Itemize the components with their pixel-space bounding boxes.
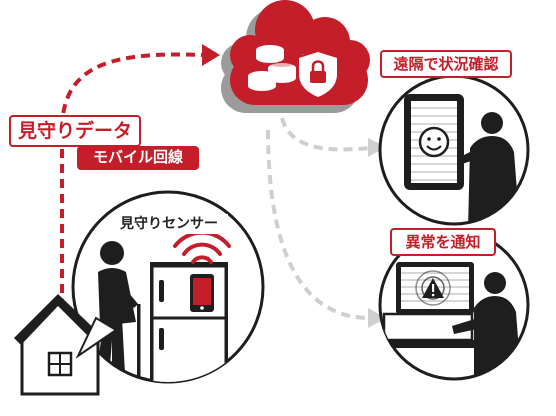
alert-notify-arrowhead bbox=[368, 308, 386, 328]
alert-label: 異常を通知 bbox=[390, 228, 496, 256]
remote-check-label: 遠隔で状況確認 bbox=[380, 50, 512, 78]
data-label: 見守りデータ bbox=[9, 115, 141, 147]
warning-icon bbox=[415, 270, 451, 306]
cloud-icon bbox=[221, 0, 370, 113]
data-flow-arrow bbox=[60, 52, 206, 308]
alert-notify-arrow bbox=[266, 129, 371, 320]
data-flow-arrowhead bbox=[202, 44, 220, 66]
mobile-line-label: モバイル回線 bbox=[77, 146, 199, 170]
sensor-label: 見守りセンサー bbox=[110, 214, 228, 234]
smiley-face-icon bbox=[418, 126, 450, 158]
remote-notify-arrow bbox=[280, 117, 371, 152]
callout-pointer bbox=[75, 316, 118, 359]
smartphone-icon bbox=[190, 274, 214, 312]
database-icon bbox=[248, 45, 296, 91]
remote-notify-arrowhead bbox=[368, 138, 386, 157]
refrigerator-icon bbox=[150, 262, 228, 382]
shield-lock-icon bbox=[299, 52, 337, 97]
